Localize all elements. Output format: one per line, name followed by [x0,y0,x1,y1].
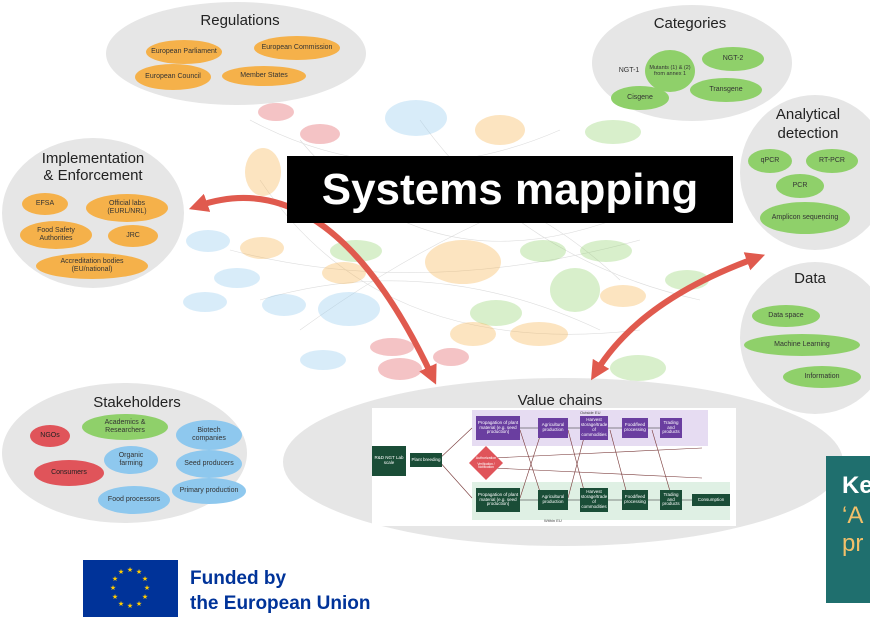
svg-text:★: ★ [112,575,118,583]
category-item: Transgene [690,78,762,102]
svg-text:★: ★ [127,566,133,574]
rnd-box: R&D NGT Lab scale [372,446,406,476]
svg-text:★: ★ [142,575,148,583]
faint-node [450,322,496,346]
value-chains-title: Value chains [517,392,603,409]
authorization-label: Authorization [475,456,497,460]
categories-title: Categories [653,15,727,32]
implementation-title-line2: & Enforcement [43,167,143,185]
category-item: Cisgene [611,86,669,110]
svg-text:★: ★ [110,584,116,592]
funded-by-eu-label: Funded by the European Union [190,566,371,616]
top-row-box: Trading and products [660,418,682,438]
key-message-box: Ke ‘A pr [826,456,870,603]
faint-node [475,115,525,145]
title-banner: Systems mapping [287,156,733,223]
implementation-item: Food Safety Authorities [20,221,92,249]
faint-node [245,148,281,196]
svg-text:★: ★ [118,568,124,576]
bottom-row-box: Harvest storage/trade of commodities [580,488,608,512]
svg-text:★: ★ [112,593,118,601]
analytical-item: qPCR [748,149,792,173]
regulation-item: Member States [222,66,306,86]
data-title: Data [794,270,826,287]
key-message-line: ‘A [842,502,864,529]
category-item: NGT-1 [618,66,640,74]
authorization-diamond-shape [469,446,503,480]
authorization-diamond: Authorization Verification / Notificatio… [469,446,503,480]
outside-eu-label: Outside EU [580,410,601,415]
category-item: Mutants (1) & (2) from annex 1 [645,50,695,92]
faint-node [425,240,501,284]
implementation-item: EFSA [22,193,68,215]
top-row-box: Harvest storage/trade of commodities [580,416,608,440]
stakeholder-item: Primary production [172,478,246,504]
implementation-item: Official labs (EURL/NRL) [86,194,168,222]
svg-text:★: ★ [136,600,142,608]
top-row-box: Agricultural production [538,418,568,438]
svg-text:★: ★ [127,602,133,610]
faint-node [510,322,568,346]
regulation-item: European Commission [254,36,340,60]
eu-flag-logo: ★ ★ ★ ★ ★ ★ ★ ★ ★ ★ ★ ★ [83,560,178,617]
analytical-title-line1: Analytical [775,106,841,123]
bottom-row-box: Agricultural production [538,490,568,510]
arrow-data-valuechains [590,252,766,381]
eu-stars-icon: ★ ★ ★ ★ ★ ★ ★ ★ ★ ★ ★ ★ [110,566,150,610]
faint-node [258,103,294,121]
data-item: Machine Learning [744,334,860,356]
analytical-item: RT-PCR [806,149,858,173]
faint-node [585,120,641,144]
implementation-item: JRC [108,225,158,247]
stakeholder-item: Academics & Researchers [82,414,168,440]
stakeholder-item: Food processors [98,486,170,514]
bottom-row-box: Propagation of plant material (e.g. seed… [476,488,520,512]
stakeholder-item: Seed producers [176,450,242,478]
funded-line1: Funded by [190,568,287,589]
consumption-box: Consumption [692,494,730,506]
stakeholders-title: Stakeholders [93,394,181,411]
category-item: NGT-2 [702,47,764,71]
arrow-implementation-valuechains [188,193,437,385]
value-chain-links [437,427,703,501]
verification-label: Verification / Notification [477,462,495,470]
plant-breeding-box: Plant breeding [410,453,442,467]
key-message-line: Ke [842,472,870,499]
data-item: Data space [752,305,820,327]
svg-text:★: ★ [118,600,124,608]
analytical-title-line2: detection [777,125,839,142]
implementation-title: Implementation & Enforcement [28,150,158,185]
faint-node [433,348,469,366]
stakeholder-item: Consumers [34,460,104,486]
regulations-title: Regulations [200,12,280,29]
faint-node [520,240,566,262]
analytical-title: Analytical detection [758,105,858,143]
faint-node [300,124,340,144]
key-message-line: pr [842,530,864,557]
regulation-item: European Council [135,64,211,90]
regulation-item: European Parliament [146,40,222,64]
faint-node [470,300,522,326]
stakeholder-item: NGOs [30,425,70,447]
top-row-box: Propagation of plant material (e.g. seed… [476,416,520,440]
svg-text:★: ★ [142,593,148,601]
funded-line2: the European Union [190,593,371,614]
svg-text:★: ★ [136,568,142,576]
bottom-row-box: Trading and products [660,490,682,510]
bottom-row-box: Food/feed processing [622,490,648,510]
data-item: Information [783,366,861,388]
faint-node [385,100,447,136]
stakeholder-item: Organic farming [104,446,158,474]
value-chains-diagram: Outside EU Within EU R&D NGT Lab scale P… [372,408,736,526]
within-eu-label: Within EU [544,518,562,523]
svg-text:★: ★ [144,584,150,592]
implementation-item: Accreditation bodies (EU/national) [36,253,148,279]
top-row-box: Food/feed processing [622,418,648,438]
implementation-title-line1: Implementation [41,150,145,167]
analytical-item: Amplicon sequencing [760,202,850,234]
stakeholder-item: Biotech companies [176,420,242,450]
analytical-item: PCR [776,174,824,198]
